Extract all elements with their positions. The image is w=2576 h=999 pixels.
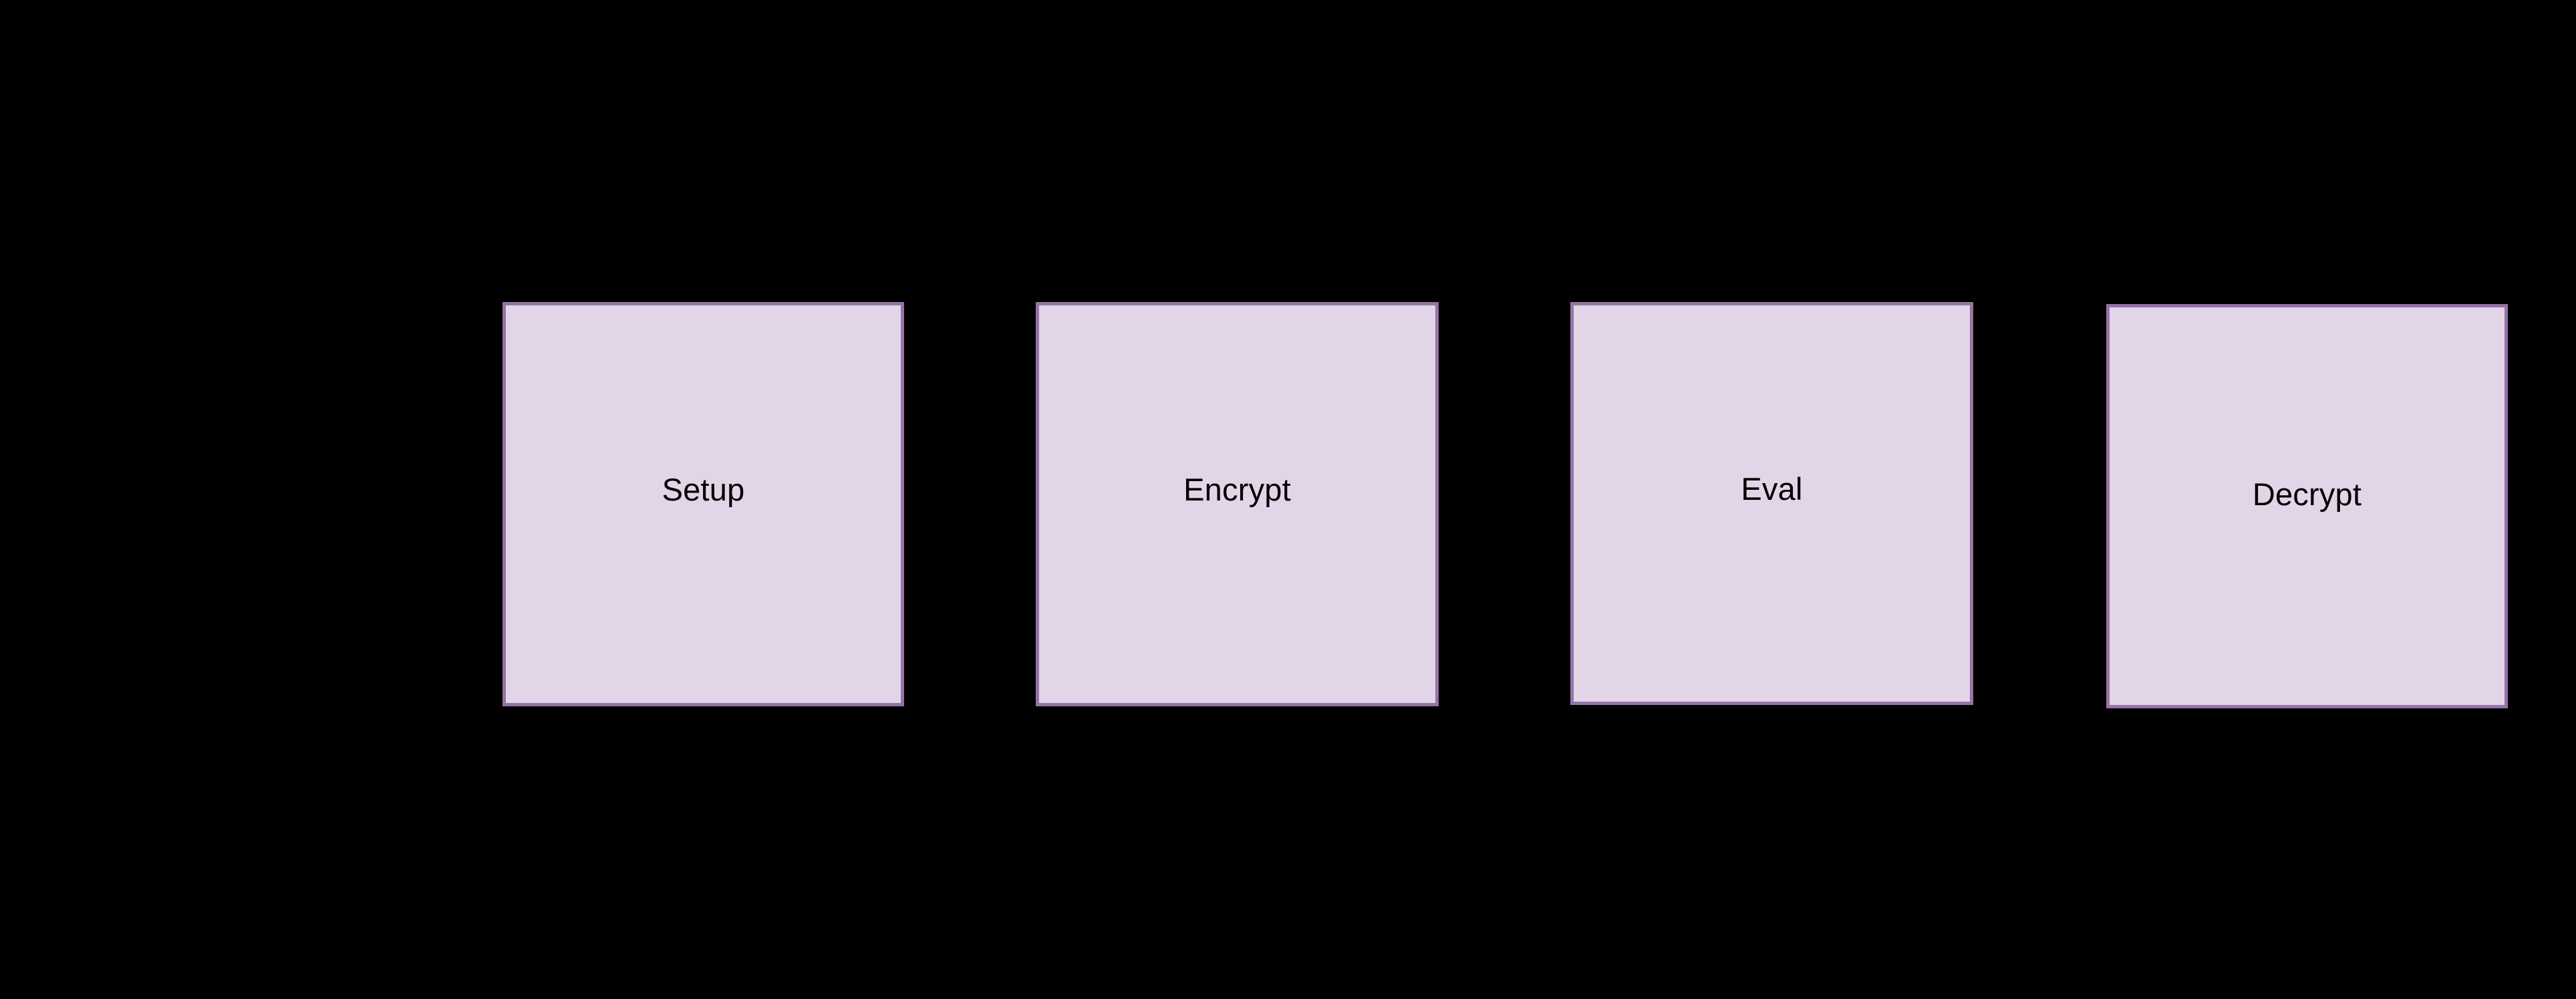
node-decrypt[interactable]: Decrypt (2106, 304, 2508, 708)
node-label-decrypt: Decrypt (2252, 476, 2362, 512)
node-encrypt[interactable]: Encrypt (1036, 302, 1439, 706)
edge-group (692, 200, 2322, 802)
node-label-encrypt: Encrypt (1183, 471, 1291, 507)
node-label-eval: Eval (1741, 470, 1803, 507)
node-eval[interactable]: Eval (1570, 302, 1973, 705)
arrowhead-into-setup-bottom (692, 702, 715, 724)
node-label-setup: Setup (662, 471, 745, 507)
node-setup[interactable]: Setup (503, 302, 904, 706)
